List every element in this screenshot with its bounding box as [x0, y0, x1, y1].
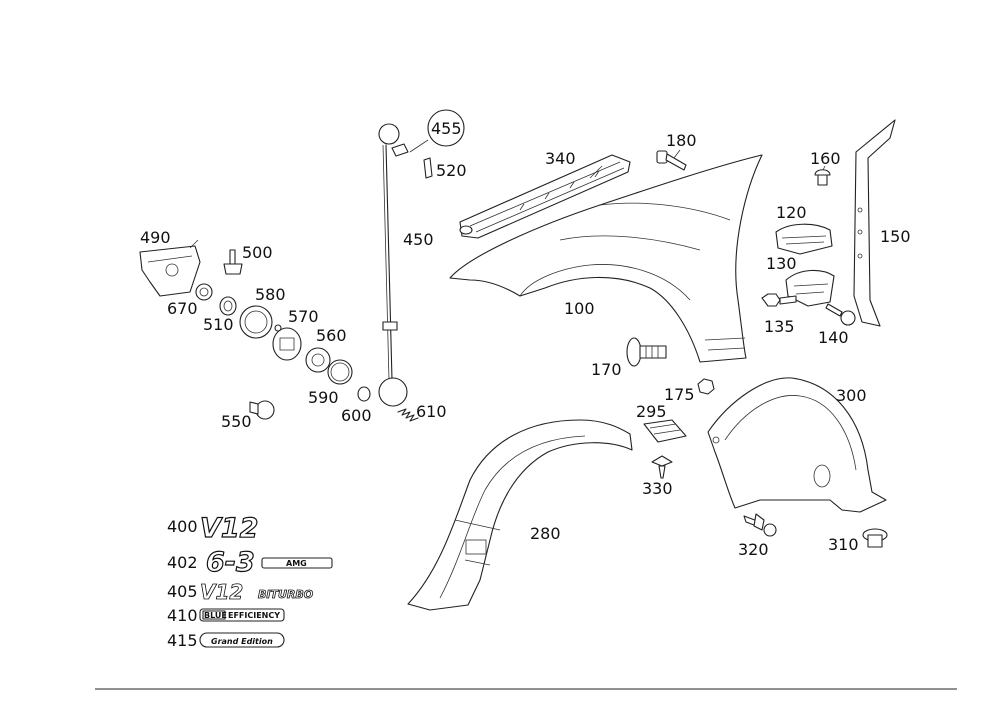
callout-150: 150 [880, 227, 911, 246]
wheel-liner-280-part[interactable] [407, 419, 633, 611]
washer-600-part[interactable] [357, 386, 371, 402]
callout-160: 160 [810, 149, 841, 168]
bracket-130-part[interactable] [785, 269, 835, 307]
callout-140: 140 [818, 328, 849, 347]
svg-text:EFFICIENCY: EFFICIENCY [228, 611, 280, 620]
spacer-670-part[interactable] [195, 283, 213, 301]
stud-170-part[interactable] [626, 337, 667, 367]
bolt-140-part[interactable] [825, 303, 856, 326]
side-strip-150-part[interactable] [853, 119, 896, 327]
nut-310-part[interactable] [862, 528, 888, 548]
svg-text:V12: V12 [200, 513, 258, 544]
callout-135: 135 [764, 317, 795, 336]
emblem-63-amg: 6-3 AMG [205, 546, 333, 579]
callout-500: 500 [242, 243, 273, 262]
callout-170: 170 [591, 360, 622, 379]
callout-280: 280 [530, 524, 561, 543]
callout-450: 450 [403, 230, 434, 249]
bolt-320-part[interactable] [743, 513, 777, 537]
pin-520-part[interactable] [423, 157, 433, 179]
seal-580-part[interactable] [239, 305, 273, 339]
ring-560-part[interactable] [305, 347, 331, 373]
callout-330: 330 [642, 479, 673, 498]
svg-text:AMG: AMG [286, 559, 307, 568]
emblem-v12-biturbo: V12 BITURBO [200, 580, 314, 605]
spring-610-part[interactable] [397, 408, 419, 422]
callout-175: 175 [664, 385, 695, 404]
callout-circle-455 [427, 109, 465, 147]
callout-490: 490 [140, 228, 171, 247]
emblem-v12: V12 [199, 512, 259, 544]
callout-310: 310 [828, 535, 859, 554]
bolt-180-part[interactable] [656, 150, 687, 171]
bracket-490-part[interactable] [139, 245, 201, 297]
callout-labels: 100 120 130 135 140 150 160 170 175 180 … [140, 119, 911, 650]
callout-130: 130 [766, 254, 797, 273]
svg-text:BLUE: BLUE [204, 611, 227, 620]
nut-175-part[interactable] [697, 378, 715, 395]
callout-415: 415 [167, 631, 198, 650]
bushing-510-part[interactable] [219, 296, 237, 316]
callout-600: 600 [341, 406, 372, 425]
emblem-grand-edition: Grand Edition [199, 632, 285, 648]
svg-text:V12: V12 [200, 580, 243, 604]
mounting-strip-part[interactable] [459, 154, 631, 239]
bracket-120-part[interactable] [775, 223, 833, 255]
wheel-liner-300-part[interactable] [707, 377, 887, 513]
callout-510: 510 [203, 315, 234, 334]
callout-405: 405 [167, 582, 198, 601]
callout-180: 180 [666, 131, 697, 150]
callout-670: 670 [167, 299, 198, 318]
callout-120: 120 [776, 203, 807, 222]
callout-590: 590 [308, 388, 339, 407]
callout-455: 455 [431, 119, 462, 138]
callout-100: 100 [564, 299, 595, 318]
callout-300: 300 [836, 386, 867, 405]
screw-330-part[interactable] [651, 455, 673, 479]
callout-295: 295 [636, 402, 667, 421]
callout-560: 560 [316, 326, 347, 345]
support-rod-450-part[interactable] [378, 123, 409, 407]
callout-402: 402 [167, 553, 198, 572]
callout-410: 410 [167, 606, 198, 625]
fastener-550-part[interactable] [249, 400, 275, 420]
callout-550: 550 [221, 412, 252, 431]
callout-340: 340 [545, 149, 576, 168]
callout-320: 320 [738, 540, 769, 559]
clip-295-part[interactable] [643, 419, 687, 443]
ring-590-part[interactable] [327, 359, 353, 385]
callout-580: 580 [255, 285, 286, 304]
bolt-135-part[interactable] [761, 293, 797, 307]
housing-570-part[interactable] [272, 324, 302, 361]
svg-text:Grand Edition: Grand Edition [211, 637, 273, 646]
svg-text:BITURBO: BITURBO [258, 588, 313, 601]
emblem-blue-efficiency: BLUE EFFICIENCY [199, 608, 285, 622]
callout-610: 610 [416, 402, 447, 421]
screw-500-part[interactable] [223, 249, 243, 275]
fender-part[interactable] [449, 154, 763, 363]
callout-520: 520 [436, 161, 467, 180]
svg-text:6-3: 6-3 [206, 547, 255, 578]
leader-lines [189, 139, 826, 249]
clip-160-part[interactable] [814, 169, 831, 186]
callout-400: 400 [167, 517, 198, 536]
callout-570: 570 [288, 307, 319, 326]
